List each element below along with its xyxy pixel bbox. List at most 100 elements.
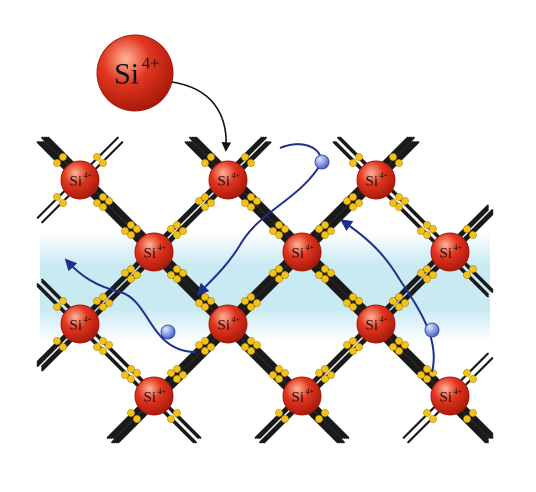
electron-pair-dot	[201, 303, 209, 311]
electron-pair-dot	[429, 415, 437, 423]
ion-label: Si	[114, 58, 139, 91]
electron-pair-dot	[281, 271, 289, 279]
electron-pair-dot	[133, 369, 141, 377]
electron-pair-dot	[349, 347, 357, 355]
electron-pair-dot	[321, 409, 329, 417]
electron-pair-dot	[343, 299, 351, 307]
electron-pair-dot	[349, 337, 357, 345]
electron-pair-dot	[343, 197, 351, 205]
electron-pair-dot	[281, 415, 289, 423]
electron-pair-dot	[59, 343, 67, 351]
electron-pair-dot	[105, 197, 113, 205]
electron-pair-dot	[133, 415, 141, 423]
electron-pair-dot	[423, 221, 431, 229]
electron-pair-dot	[195, 197, 203, 205]
ion-label: Si	[440, 389, 453, 405]
electron-pair-dot	[469, 265, 477, 273]
electron-pair-dot	[99, 193, 107, 201]
electron-pair-dot	[355, 297, 363, 305]
electron-pair-dot	[395, 293, 403, 301]
electron-pair-dot	[127, 221, 135, 229]
electron-pair-dot	[93, 199, 101, 207]
electron-pair-dot	[195, 299, 203, 307]
ion-label: Si	[218, 173, 231, 189]
electron-pair-dot	[275, 265, 283, 273]
electron-pair-dot	[389, 199, 397, 207]
electron-pair-dot	[321, 221, 329, 229]
electron-pair-dot	[179, 269, 187, 277]
electron-pair-dot	[99, 303, 107, 311]
ion-label: Si	[366, 317, 379, 333]
electron-pair-dot	[395, 203, 403, 211]
electron-pair-dot	[401, 299, 409, 307]
electron-pair-dot	[321, 375, 329, 383]
ion-label: Si	[366, 173, 379, 189]
bond-line	[332, 141, 489, 298]
electron-pair-dot	[127, 231, 135, 239]
electron-path-arrow	[196, 161, 323, 296]
electron-pair-dot	[93, 297, 101, 305]
electron-pair-dot	[253, 299, 261, 307]
ion-sphere	[60, 160, 100, 200]
electron-pair-dot	[241, 199, 249, 207]
electron-pair-dot	[275, 231, 283, 239]
electron-pair-dot	[93, 153, 101, 161]
electron-pair-dot	[321, 275, 329, 283]
ion-charge: 4+	[453, 243, 462, 252]
electron-pair-dot	[53, 159, 61, 167]
electron-pair-dot	[99, 159, 107, 167]
electron-pair-dot	[133, 271, 141, 279]
ion-charge: 4+	[142, 54, 160, 73]
electron-pair-dot	[179, 371, 187, 379]
electron-pair-dot	[463, 225, 471, 233]
free-electron	[424, 322, 440, 338]
electron-pair-dot	[99, 203, 107, 211]
ion-charge: 4+	[231, 315, 240, 324]
electron-pair-dot	[315, 415, 323, 423]
ion-sphere	[356, 160, 396, 200]
electron-pair-dot	[269, 371, 277, 379]
electron-pair-dot	[179, 227, 187, 235]
electron-pair-dot	[241, 153, 249, 161]
ion-sphere	[356, 304, 396, 344]
electron-path-arrow	[340, 219, 435, 373]
electron-pair-dot	[167, 369, 175, 377]
electron-pair-dot	[247, 347, 255, 355]
electron-pair-dot	[355, 153, 363, 161]
electron-pair-dot	[53, 337, 61, 345]
ion-sphere	[208, 160, 248, 200]
bond-line	[339, 136, 494, 291]
electron-pair-dot	[105, 341, 113, 349]
ion-label: Si	[218, 317, 231, 333]
electron-pair-dot	[275, 275, 283, 283]
bond-line	[36, 285, 195, 444]
ion-sphere	[282, 376, 322, 416]
ion-sphere	[430, 376, 470, 416]
ion-sphere	[430, 232, 470, 272]
electron-pair-dot	[395, 303, 403, 311]
electron-pair-dot	[173, 265, 181, 273]
electron-pair-dot	[423, 409, 431, 417]
electron-path-arrow	[64, 258, 197, 353]
electron-pair-dot	[463, 271, 471, 279]
ion-label: Si	[440, 245, 453, 261]
ion-label: Si	[144, 389, 157, 405]
electron-pair-dot	[127, 365, 135, 373]
electron-pair-dot	[269, 227, 277, 235]
electron-pair-dot	[201, 337, 209, 345]
electron-pair-dot	[121, 371, 129, 379]
electron-pair-dot	[99, 337, 107, 345]
electron-pair-dot	[395, 337, 403, 345]
electron-pair-dot	[395, 193, 403, 201]
electron-pair-dot	[167, 415, 175, 423]
electron-pair-dot	[53, 193, 61, 201]
electron-pair-dot	[59, 153, 67, 161]
electron-pair-dot	[355, 343, 363, 351]
electron-pair-dot	[281, 225, 289, 233]
electron-pair-dot	[121, 227, 129, 235]
